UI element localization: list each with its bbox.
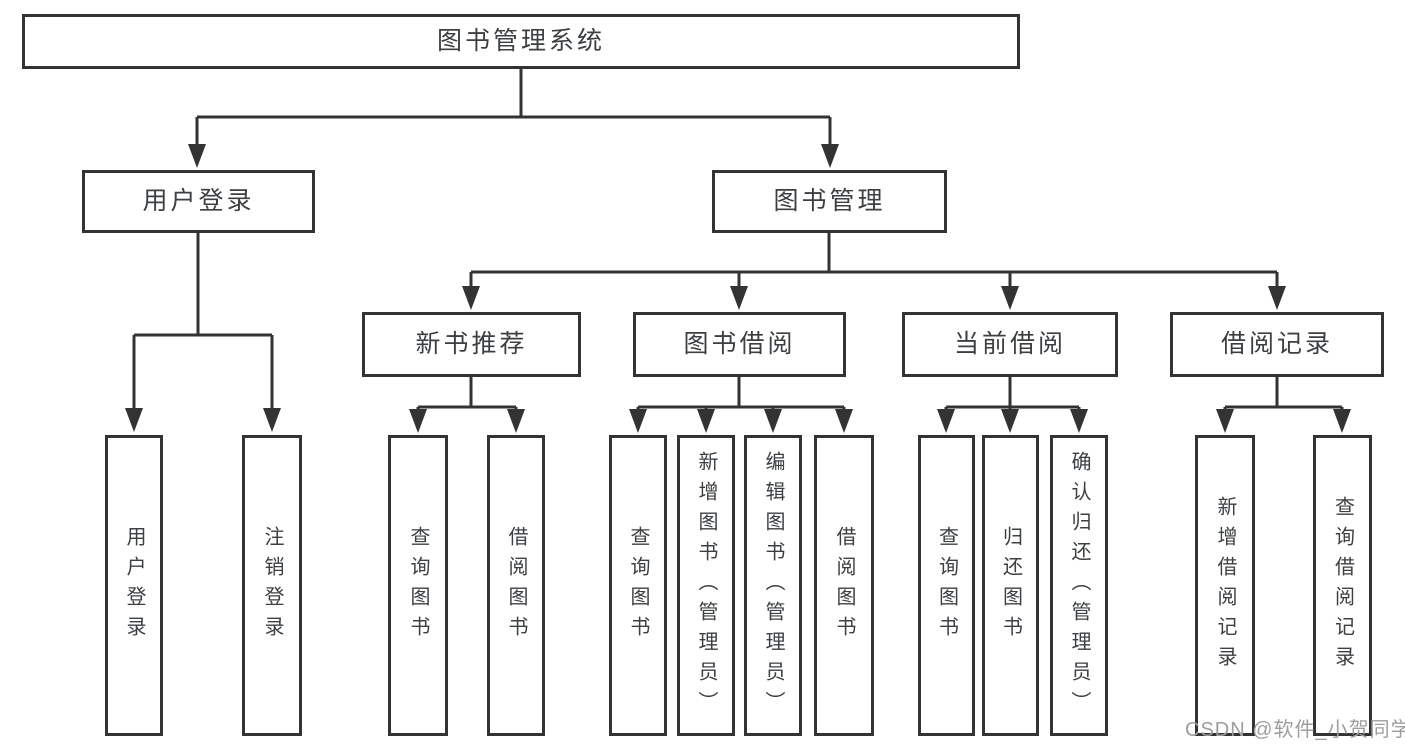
arrow-icon: [835, 409, 853, 433]
leaf-logout-label: 注销登录: [261, 525, 283, 646]
leaf-record-add-record: 新增借阅记录: [1195, 435, 1255, 736]
arrow-icon: [462, 286, 480, 310]
arrow-icon: [1070, 409, 1088, 433]
connector-current-borrow: [944, 377, 1081, 414]
leaf-current-confirm-return-admin: 确认归还（管理员）: [1050, 435, 1108, 736]
node-borrow-record-label: 借阅记录: [1220, 330, 1333, 358]
leaf-logout: 注销登录: [242, 435, 302, 736]
leaf-borrow-add-books-admin-label: 新增图书（管理员）: [695, 450, 717, 721]
arrow-icon: [1216, 409, 1234, 433]
leaf-current-return-books: 归还图书: [982, 435, 1039, 736]
leaf-current-return-books-label: 归还图书: [999, 525, 1022, 646]
arrow-icon: [125, 408, 143, 432]
leaf-newbook-query-books-label: 查询图书: [407, 525, 429, 646]
leaf-user-login: 用户登录: [105, 435, 163, 736]
leaf-record-query-record: 查询借阅记录: [1313, 435, 1372, 736]
leaf-newbook-query-books: 查询图书: [388, 435, 448, 736]
arrow-icon: [263, 408, 281, 432]
leaf-borrow-edit-books-admin: 编辑图书（管理员）: [744, 435, 802, 736]
leaf-current-confirm-return-admin-label: 确认归还（管理员）: [1068, 450, 1090, 721]
node-user-login: 用户登录: [82, 170, 315, 233]
connector-book-mgmt: [469, 233, 1279, 290]
node-borrow-record: 借阅记录: [1170, 312, 1384, 377]
arrow-icon: [1268, 286, 1286, 310]
arrow-icon: [730, 286, 748, 310]
arrow-icon: [1001, 286, 1019, 310]
leaf-record-query-record-label: 查询借阅记录: [1331, 495, 1354, 676]
node-root: 图书管理系统: [22, 14, 1020, 69]
node-book-mgmt-label: 图书管理: [773, 187, 886, 215]
leaf-borrow-add-books-admin: 新增图书（管理员）: [677, 435, 735, 736]
leaf-borrow-edit-books-admin-label: 编辑图书（管理员）: [762, 450, 784, 721]
leaf-borrow-borrow-books: 借阅图书: [814, 435, 874, 736]
node-current-borrow-label: 当前借阅: [953, 330, 1066, 358]
node-new-book-label: 新书推荐: [415, 330, 528, 358]
connector-user-login: [132, 233, 274, 412]
node-book-borrow: 图书借阅: [633, 312, 846, 377]
leaf-borrow-query-books: 查询图书: [609, 435, 667, 736]
arrow-icon: [1001, 409, 1019, 433]
leaf-borrow-query-books-label: 查询图书: [627, 525, 649, 646]
leaf-record-add-record-label: 新增借阅记录: [1214, 495, 1236, 676]
arrow-icon: [1333, 409, 1351, 433]
arrow-icon: [507, 409, 525, 433]
node-current-borrow: 当前借阅: [902, 312, 1118, 377]
arrowheads: [125, 144, 1351, 433]
node-user-login-label: 用户登录: [142, 187, 255, 215]
arrow-icon: [937, 409, 955, 433]
arrow-icon: [697, 409, 715, 433]
leaf-current-query-books-label: 查询图书: [935, 525, 958, 646]
leaf-newbook-borrow-books: 借阅图书: [487, 435, 545, 736]
node-book-borrow-label: 图书借阅: [683, 330, 796, 358]
arrow-icon: [188, 144, 206, 168]
leaf-borrow-borrow-books-label: 借阅图书: [833, 525, 855, 646]
leaf-user-login-label: 用户登录: [123, 525, 145, 646]
arrow-icon: [764, 409, 782, 433]
connector-new-book: [416, 377, 518, 414]
connector-borrow-record: [1223, 377, 1344, 414]
node-book-mgmt: 图书管理: [712, 170, 947, 233]
connector-root: [195, 68, 832, 150]
csdn-watermark: CSDN @软件_小贺同学: [1185, 719, 1405, 741]
leaf-current-query-books: 查询图书: [918, 435, 975, 736]
node-new-book: 新书推荐: [362, 312, 581, 377]
leaf-newbook-borrow-books-label: 借阅图书: [505, 525, 527, 646]
arrow-icon: [409, 409, 427, 433]
node-root-label: 图书管理系统: [436, 27, 605, 55]
arrow-icon: [629, 409, 647, 433]
connector-book-borrow: [636, 377, 846, 414]
arrow-icon: [821, 144, 839, 168]
